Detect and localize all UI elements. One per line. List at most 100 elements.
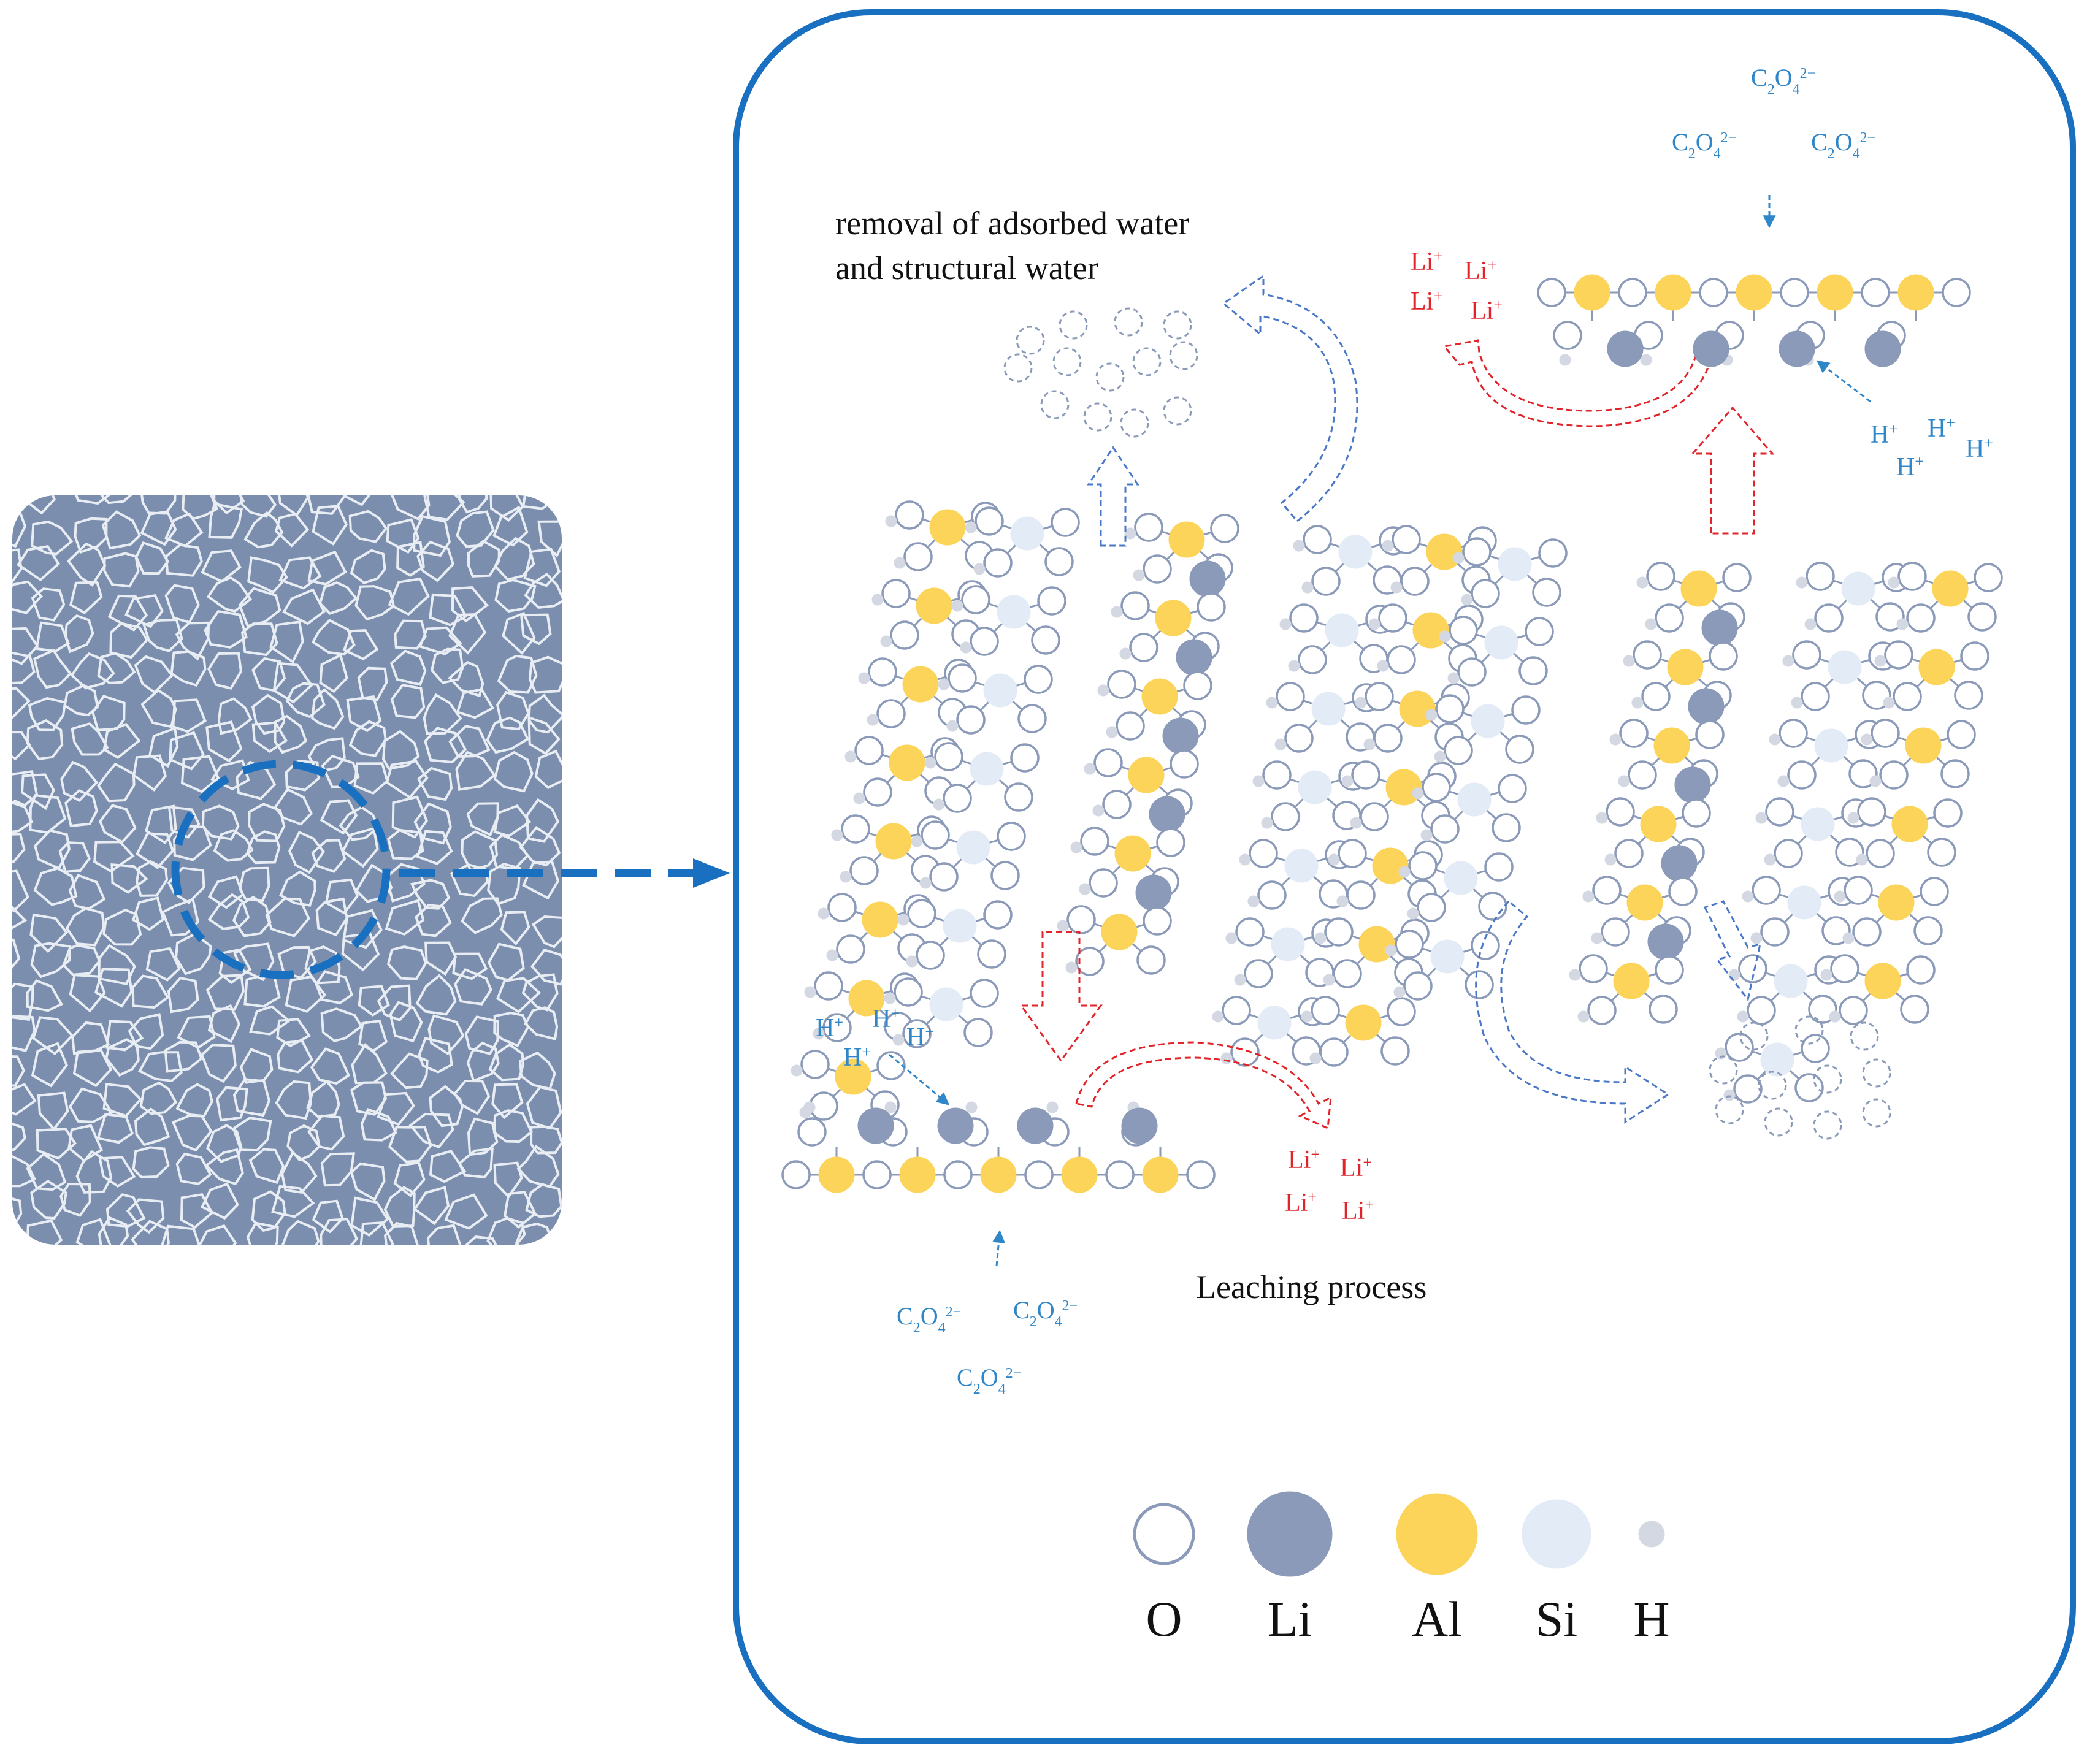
h-atom — [919, 877, 932, 889]
o-atom — [1004, 782, 1033, 812]
h-atom — [818, 907, 830, 920]
o-atom — [1933, 798, 1963, 828]
o-atom — [1498, 774, 1527, 803]
li-atom — [1693, 330, 1729, 367]
o-atom — [1614, 839, 1644, 868]
o-atom — [1143, 906, 1172, 936]
o-atom — [1102, 790, 1132, 819]
o-atom — [1478, 892, 1507, 921]
o-atom — [1484, 852, 1514, 882]
li-atom — [1701, 609, 1738, 646]
water-molecule — [1764, 1107, 1793, 1137]
o-atom — [934, 742, 963, 771]
leached-chain-top — [1537, 274, 1971, 367]
h-atom — [1596, 812, 1608, 824]
h-atom — [1631, 697, 1644, 709]
o-atom — [1866, 839, 1895, 868]
o-atom — [1900, 995, 1929, 1024]
o-atom — [1303, 525, 1332, 554]
o-atom — [1668, 877, 1698, 906]
h-atom — [791, 1064, 803, 1077]
al-atom — [848, 980, 885, 1017]
lithium-ion: Li+ — [1285, 1188, 1317, 1218]
o-atom — [1525, 617, 1554, 646]
al-atom — [1142, 1156, 1179, 1193]
al-atom — [889, 744, 925, 781]
water-molecule — [1813, 1110, 1842, 1140]
water-molecule — [1003, 353, 1033, 383]
o-atom — [990, 861, 1020, 890]
o-atom — [1532, 578, 1561, 607]
al-atom — [902, 666, 939, 703]
h-atom — [1266, 697, 1278, 709]
h-atom — [1856, 853, 1868, 866]
si-atom — [1787, 885, 1821, 920]
o-atom — [1380, 1036, 1410, 1066]
li-atom — [1017, 1107, 1054, 1144]
si-atom — [1760, 1042, 1794, 1077]
o-atom — [1839, 996, 1868, 1025]
h-atom — [1447, 672, 1460, 684]
water-molecule — [1862, 1098, 1891, 1128]
li-atom — [1607, 330, 1644, 367]
al-atom — [1358, 926, 1395, 963]
al-atom — [1736, 274, 1772, 311]
si-atom — [1430, 939, 1465, 974]
si-atom — [1338, 535, 1373, 569]
spodumene-structure — [791, 500, 2003, 1121]
arrow-li-release-top — [1442, 339, 1712, 427]
o-atom — [1031, 625, 1060, 655]
o-atom — [963, 1018, 993, 1047]
si-atom — [1471, 704, 1505, 738]
h-atom — [840, 871, 852, 883]
o-atom — [895, 500, 924, 530]
o-atom — [907, 899, 936, 928]
zoom-frame — [733, 9, 2076, 1744]
o-atom — [1471, 931, 1500, 960]
li-atom — [1121, 1107, 1158, 1144]
o-atom — [1579, 954, 1608, 983]
o-atom — [1037, 586, 1066, 616]
o-atom — [1601, 917, 1630, 947]
h-atom — [1834, 890, 1846, 903]
o-atom — [1646, 562, 1675, 591]
o-atom — [1794, 1073, 1824, 1102]
water-molecule — [1794, 1015, 1824, 1045]
h-atom — [1618, 775, 1630, 787]
arrow-li-release-bottom — [1075, 1041, 1332, 1130]
h-atom — [951, 600, 963, 612]
oxalate-ion: C2O42− — [1751, 64, 1815, 97]
proton-ion: H+ — [1896, 452, 1924, 482]
si-atom — [1774, 964, 1808, 998]
h-atom — [804, 986, 816, 998]
o-atom — [948, 663, 977, 693]
o-atom — [876, 699, 906, 728]
o-atom — [1230, 1037, 1260, 1067]
h-atom — [1247, 895, 1260, 907]
oxalate-ion: C2O42− — [1672, 128, 1736, 162]
h-atom — [1782, 655, 1794, 667]
o-atom — [1893, 682, 1922, 711]
h-atom — [1829, 1010, 1841, 1023]
o-atom — [1695, 720, 1725, 749]
al-atom — [875, 823, 912, 860]
h-atom — [1133, 569, 1145, 581]
h-atom — [1119, 647, 1132, 660]
o-atom — [1765, 797, 1794, 827]
water-molecule — [1040, 390, 1070, 419]
o-atom — [814, 971, 843, 1001]
h-atom — [1385, 944, 1397, 956]
o-atom — [1709, 641, 1738, 671]
o-atom — [943, 784, 972, 813]
h-atom — [946, 720, 959, 732]
h-atom — [1420, 829, 1433, 841]
h-atom — [1390, 581, 1403, 594]
o-atom — [1942, 278, 1971, 307]
arrow-leach-up — [1690, 406, 1775, 535]
h-atom — [867, 714, 879, 726]
h-atom — [1234, 974, 1246, 986]
o-atom — [797, 1117, 827, 1147]
si-atom — [1828, 650, 1862, 684]
h-atom — [1559, 354, 1571, 366]
